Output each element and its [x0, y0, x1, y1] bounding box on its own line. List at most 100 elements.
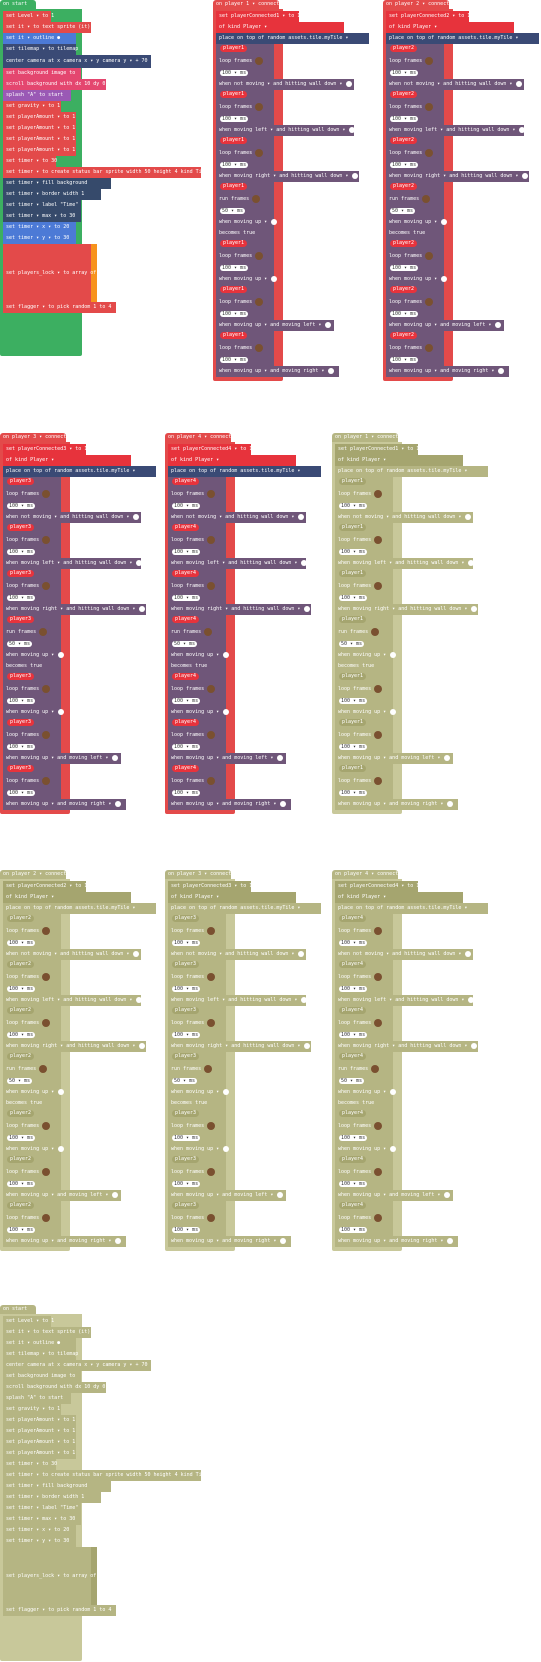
set-connected-row[interactable]: set playerConnected2 ▾ to 1	[386, 11, 470, 22]
player-var-pill[interactable]: player3	[7, 616, 35, 623]
player-var-row[interactable]: player2	[3, 1155, 61, 1166]
player-var-pill[interactable]: player4	[172, 616, 200, 623]
player-var-pill[interactable]: player2	[390, 45, 418, 52]
interval-row[interactable]: 100 ▾ ms	[386, 309, 444, 320]
interval-value[interactable]: 100 ▾ ms	[339, 985, 368, 992]
interval-row[interactable]: 100 ▾ ms	[335, 788, 393, 799]
interval-row[interactable]: 100 ▾ ms	[168, 1030, 226, 1041]
player-var-row[interactable]: player2	[3, 1006, 61, 1017]
player-var-row[interactable]: player2	[3, 1201, 61, 1212]
interval-row[interactable]: 100 ▾ ms	[3, 938, 61, 949]
player-var-row[interactable]: player4	[168, 523, 226, 534]
interval-row[interactable]: 100 ▾ ms	[335, 1030, 393, 1041]
remove-icon[interactable]	[280, 1237, 287, 1244]
interval-row[interactable]: 100 ▾ ms	[386, 114, 444, 125]
set-connected-row[interactable]: set playerConnected1 ▾ to 1	[335, 444, 419, 455]
interval-row[interactable]: 100 ▾ ms	[386, 355, 444, 366]
when-condition-row[interactable]: when moving up ▾ and moving left ▾	[386, 320, 504, 331]
player-var-pill[interactable]: player2	[7, 1202, 35, 1209]
player-var-row[interactable]: player3	[3, 615, 61, 626]
interval-value[interactable]: 100 ▾ ms	[339, 1180, 368, 1187]
loop-frames-row[interactable]: loop frames	[3, 580, 61, 593]
player-handler-hat[interactable]: on player 4 ▾ connected ▾	[332, 870, 410, 879]
player-handler-hat[interactable]: on player 2 ▾ connected ▾	[0, 870, 78, 879]
player-var-row[interactable]: player2	[386, 285, 444, 296]
remove-icon[interactable]	[471, 1042, 478, 1049]
player-var-pill[interactable]: player2	[390, 332, 418, 339]
loop-frames-row[interactable]: loop frames	[3, 1017, 61, 1030]
interval-row[interactable]: 50 ▾ ms	[168, 639, 226, 650]
loop-frames-row[interactable]: loop frames	[216, 250, 274, 263]
when-condition-row[interactable]: when moving left ▾ and hitting wall down…	[386, 125, 526, 136]
when-condition-row[interactable]: when moving up ▾ and moving left ▾	[335, 753, 453, 764]
interval-row[interactable]: 100 ▾ ms	[216, 309, 274, 320]
interval-value[interactable]: 50 ▾ ms	[390, 207, 416, 214]
player-var-row[interactable]: player2	[386, 331, 444, 342]
player-var-pill[interactable]: player4	[339, 915, 367, 922]
player-handler-2[interactable]: on player 2 ▾ connected ▾ set playerConne…	[383, 0, 541, 381]
remove-icon[interactable]	[58, 1145, 65, 1152]
player-var-row[interactable]: player1	[216, 239, 274, 250]
interval-value[interactable]: 100 ▾ ms	[220, 161, 249, 168]
remove-icon[interactable]	[223, 708, 230, 715]
dup-start-row-18[interactable]: set timer ▾ label "Time"	[3, 1503, 81, 1514]
remove-icon[interactable]	[223, 1145, 230, 1152]
set-sprite-row[interactable]: of kind Player ▾	[335, 455, 463, 466]
interval-value[interactable]: 100 ▾ ms	[7, 1226, 36, 1233]
remove-icon[interactable]	[352, 172, 359, 179]
player-var-pill[interactable]: player2	[7, 1110, 35, 1117]
interval-row[interactable]: 100 ▾ ms	[335, 547, 393, 558]
start-row-2[interactable]: set it ▾ to text sprite (it)	[3, 22, 91, 33]
when-condition-row[interactable]: when not moving ▾ and hitting wall down …	[386, 79, 524, 90]
when-condition-row[interactable]: when moving right ▾ and hitting wall dow…	[168, 604, 311, 615]
loop-frames-row[interactable]: loop frames	[335, 971, 393, 984]
player-var-row[interactable]: player2	[386, 136, 444, 147]
place-row[interactable]: place on top of random assets.tile.myTil…	[335, 903, 488, 914]
remove-icon[interactable]	[301, 559, 308, 566]
interval-row[interactable]: 100 ▾ ms	[3, 593, 61, 604]
interval-value[interactable]: 100 ▾ ms	[7, 1031, 36, 1038]
player-handler-5[interactable]: on player 1 ▾ connected ▾set playerConne…	[332, 433, 492, 814]
when-condition-row[interactable]: when moving up ▾ and moving right ▾	[386, 366, 509, 377]
player-var-pill[interactable]: player2	[390, 183, 418, 190]
interval-value[interactable]: 100 ▾ ms	[172, 789, 201, 796]
when-condition-row[interactable]: when moving up ▾	[335, 650, 397, 661]
start-row-3[interactable]: set it ▾ outline ●	[3, 33, 76, 44]
player-var-pill[interactable]: player1	[220, 240, 248, 247]
dup-start-row-7[interactable]: scroll background with dx 10 dy 0	[3, 1382, 106, 1393]
player-var-row[interactable]: player3	[3, 569, 61, 580]
interval-row[interactable]: 100 ▾ ms	[386, 160, 444, 171]
player-var-row[interactable]: player1	[216, 331, 274, 342]
player-var-row[interactable]: player3	[168, 1052, 226, 1063]
interval-row[interactable]: 50 ▾ ms	[168, 1076, 226, 1087]
loop-frames-row[interactable]: loop frames	[216, 296, 274, 309]
dup-start-row-4[interactable]: set tilemap ▾ to tilemap	[3, 1349, 78, 1360]
start-row-11[interactable]: set playerAmount ▾ to 1	[3, 123, 76, 134]
player-handler-hat[interactable]: on player 2 ▾ connected ▾	[383, 0, 461, 9]
dup-start-row-13[interactable]: set playerAmount ▾ to 1	[3, 1448, 76, 1459]
player-var-pill[interactable]: player3	[172, 1156, 200, 1163]
when-condition-row[interactable]: when moving up ▾ and moving right ▾	[3, 1236, 126, 1247]
when-condition-row[interactable]: when moving up ▾	[335, 1144, 397, 1155]
when-condition-row[interactable]: when not moving ▾ and hitting wall down …	[3, 512, 141, 523]
remove-icon[interactable]	[522, 172, 529, 179]
player-var-row[interactable]: player3	[168, 1155, 226, 1166]
place-row[interactable]: place on top of random assets.tile.myTil…	[3, 466, 156, 477]
set-sprite-row[interactable]: of kind Player ▾	[168, 892, 296, 903]
player-var-pill[interactable]: player3	[172, 961, 200, 968]
player-handler-8[interactable]: on player 4 ▾ connected ▾set playerConne…	[332, 870, 492, 1251]
interval-row[interactable]: 100 ▾ ms	[3, 696, 61, 707]
player-handler-hat[interactable]: on player 3 ▾ connected ▾	[0, 433, 78, 442]
remove-icon[interactable]	[465, 950, 472, 957]
player-handler-1[interactable]: on player 1 ▾ connected ▾set playerConne…	[213, 0, 373, 381]
player-var-pill[interactable]: player3	[7, 478, 35, 485]
when-condition-row[interactable]: when moving up ▾ and moving right ▾	[3, 799, 126, 810]
player-var-pill[interactable]: player2	[7, 1053, 35, 1060]
when-condition-row[interactable]: when moving right ▾ and hitting wall dow…	[386, 171, 529, 182]
remove-icon[interactable]	[139, 1042, 146, 1049]
when-condition-row[interactable]: when moving up ▾ and moving right ▾	[168, 1236, 291, 1247]
player-handler-3[interactable]: on player 3 ▾ connected ▾set playerConne…	[0, 433, 160, 814]
remove-icon[interactable]	[139, 605, 146, 612]
on-start-block[interactable]: on start set Level ▾ to 1 set it ▾ to te…	[0, 0, 211, 356]
when-condition-row[interactable]: when moving up ▾ and moving left ▾	[216, 320, 334, 331]
